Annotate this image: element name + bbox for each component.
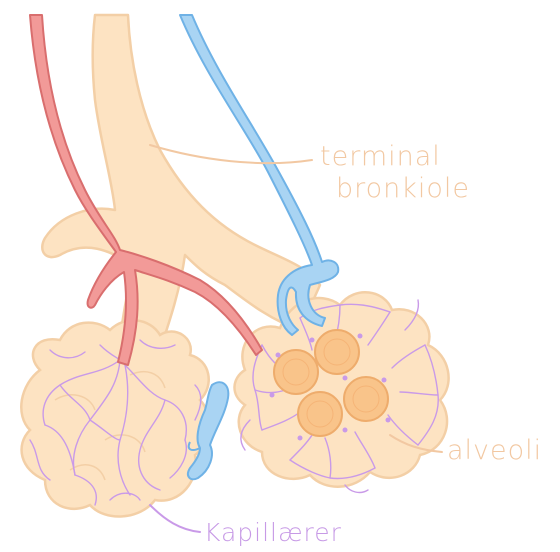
label-bronkiole: bronkiole [336,173,470,204]
label-alveoli: alveoli [447,435,542,466]
label-terminal: terminal [320,141,441,172]
alveolus [274,350,318,394]
label-kapillaerer: Kapillærer [204,518,342,547]
leader-kapillaerer [150,505,200,532]
alveolus [298,392,342,436]
alveolus [315,330,359,374]
alveolus [344,377,388,421]
leader-terminal [150,145,312,163]
right-alveolar-sac [234,292,448,486]
